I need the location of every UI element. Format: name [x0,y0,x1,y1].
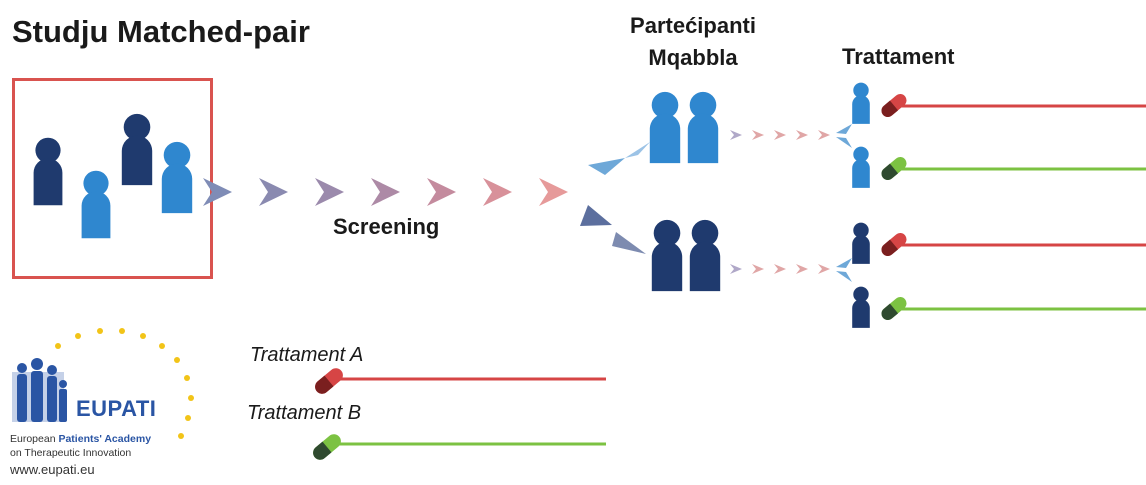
arrow-chevron-icon [539,178,568,206]
arrow-chevron-icon [774,264,786,274]
arrow-chevron-icon [796,264,808,274]
arrow-chevron-icon [818,264,830,274]
arrow-chevron-icon [612,232,646,254]
treatment-header: Trattament [842,44,955,69]
arrow-chevron-icon [836,137,852,148]
matched-participants-line2: Mqabbla [648,45,738,70]
arrow-chevron-icon [774,130,786,140]
eupati-tagline-part1: European [10,433,59,445]
arrow-chevron-icon [427,178,456,206]
arrow-chevron-icon [730,130,742,140]
treatment-arm-3 [852,222,1146,264]
pair-arrows-bottom [730,258,852,282]
treatment-arm-1 [852,82,1146,124]
matched-participants-label: Partećipanti Mqabbla [593,10,793,74]
person-icon [649,91,681,164]
eupati-url: www.eupati.eu [10,462,95,477]
arrow-chevron-icon [730,264,742,274]
arrow-chevron-icon [203,178,232,206]
treatment-arm-4 [852,286,1146,328]
matched-pair-dark [651,219,721,292]
population-group [33,113,193,239]
split-arrows [580,142,650,254]
person-icon [81,170,111,239]
arrow-chevron-icon [836,271,852,282]
family-silhouette-icon [17,358,67,422]
eupati-logo-name: EUPATI [76,396,157,421]
person-icon [651,219,683,292]
screening-label: Screening [333,214,440,239]
arrow-chevron-icon [483,178,512,206]
eupati-tagline-highlight: Patients' Academy [58,433,152,445]
arrow-chevron-icon [588,158,625,175]
person-icon [121,113,153,186]
arrow-chevron-icon [836,124,852,134]
matched-participants-line1: Partećipanti [630,13,756,38]
person-icon [852,286,870,328]
eupati-logo-graphic [12,328,194,439]
eupati-tagline-line1: European Patients' Academy [10,433,151,445]
arrow-chevron-icon [625,142,650,158]
pair-arrows-top [730,124,852,148]
legend-treatment-a [312,366,606,396]
diagram-title: Studju Matched-pair [12,14,310,49]
matched-pair-light [649,91,719,164]
arrow-chevron-icon [752,130,764,140]
legend-treatment-a-label: Trattament A [250,344,364,366]
arrow-chevron-icon [836,258,852,268]
screening-arrows [203,178,568,206]
star-icon [55,328,194,439]
pill-icon [312,366,346,396]
population-box [12,78,213,279]
pill-icon [310,432,344,462]
person-icon [689,219,721,292]
person-icon [33,137,63,206]
legend-treatment-b-label: Trattament B [247,402,362,424]
eupati-tagline-line2: on Therapeutic Innovation [10,447,132,459]
legend-treatment-b [310,432,606,462]
treatment-arm-2 [852,146,1146,188]
arrow-chevron-icon [796,130,808,140]
person-icon [852,82,870,124]
person-icon [687,91,719,164]
arrow-chevron-icon [752,264,764,274]
arrow-chevron-icon [315,178,344,206]
arrow-chevron-icon [818,130,830,140]
arrow-chevron-icon [580,205,612,226]
arrow-chevron-icon [259,178,288,206]
person-icon [852,146,870,188]
person-icon [161,141,193,214]
arrow-chevron-icon [371,178,400,206]
person-icon [852,222,870,264]
